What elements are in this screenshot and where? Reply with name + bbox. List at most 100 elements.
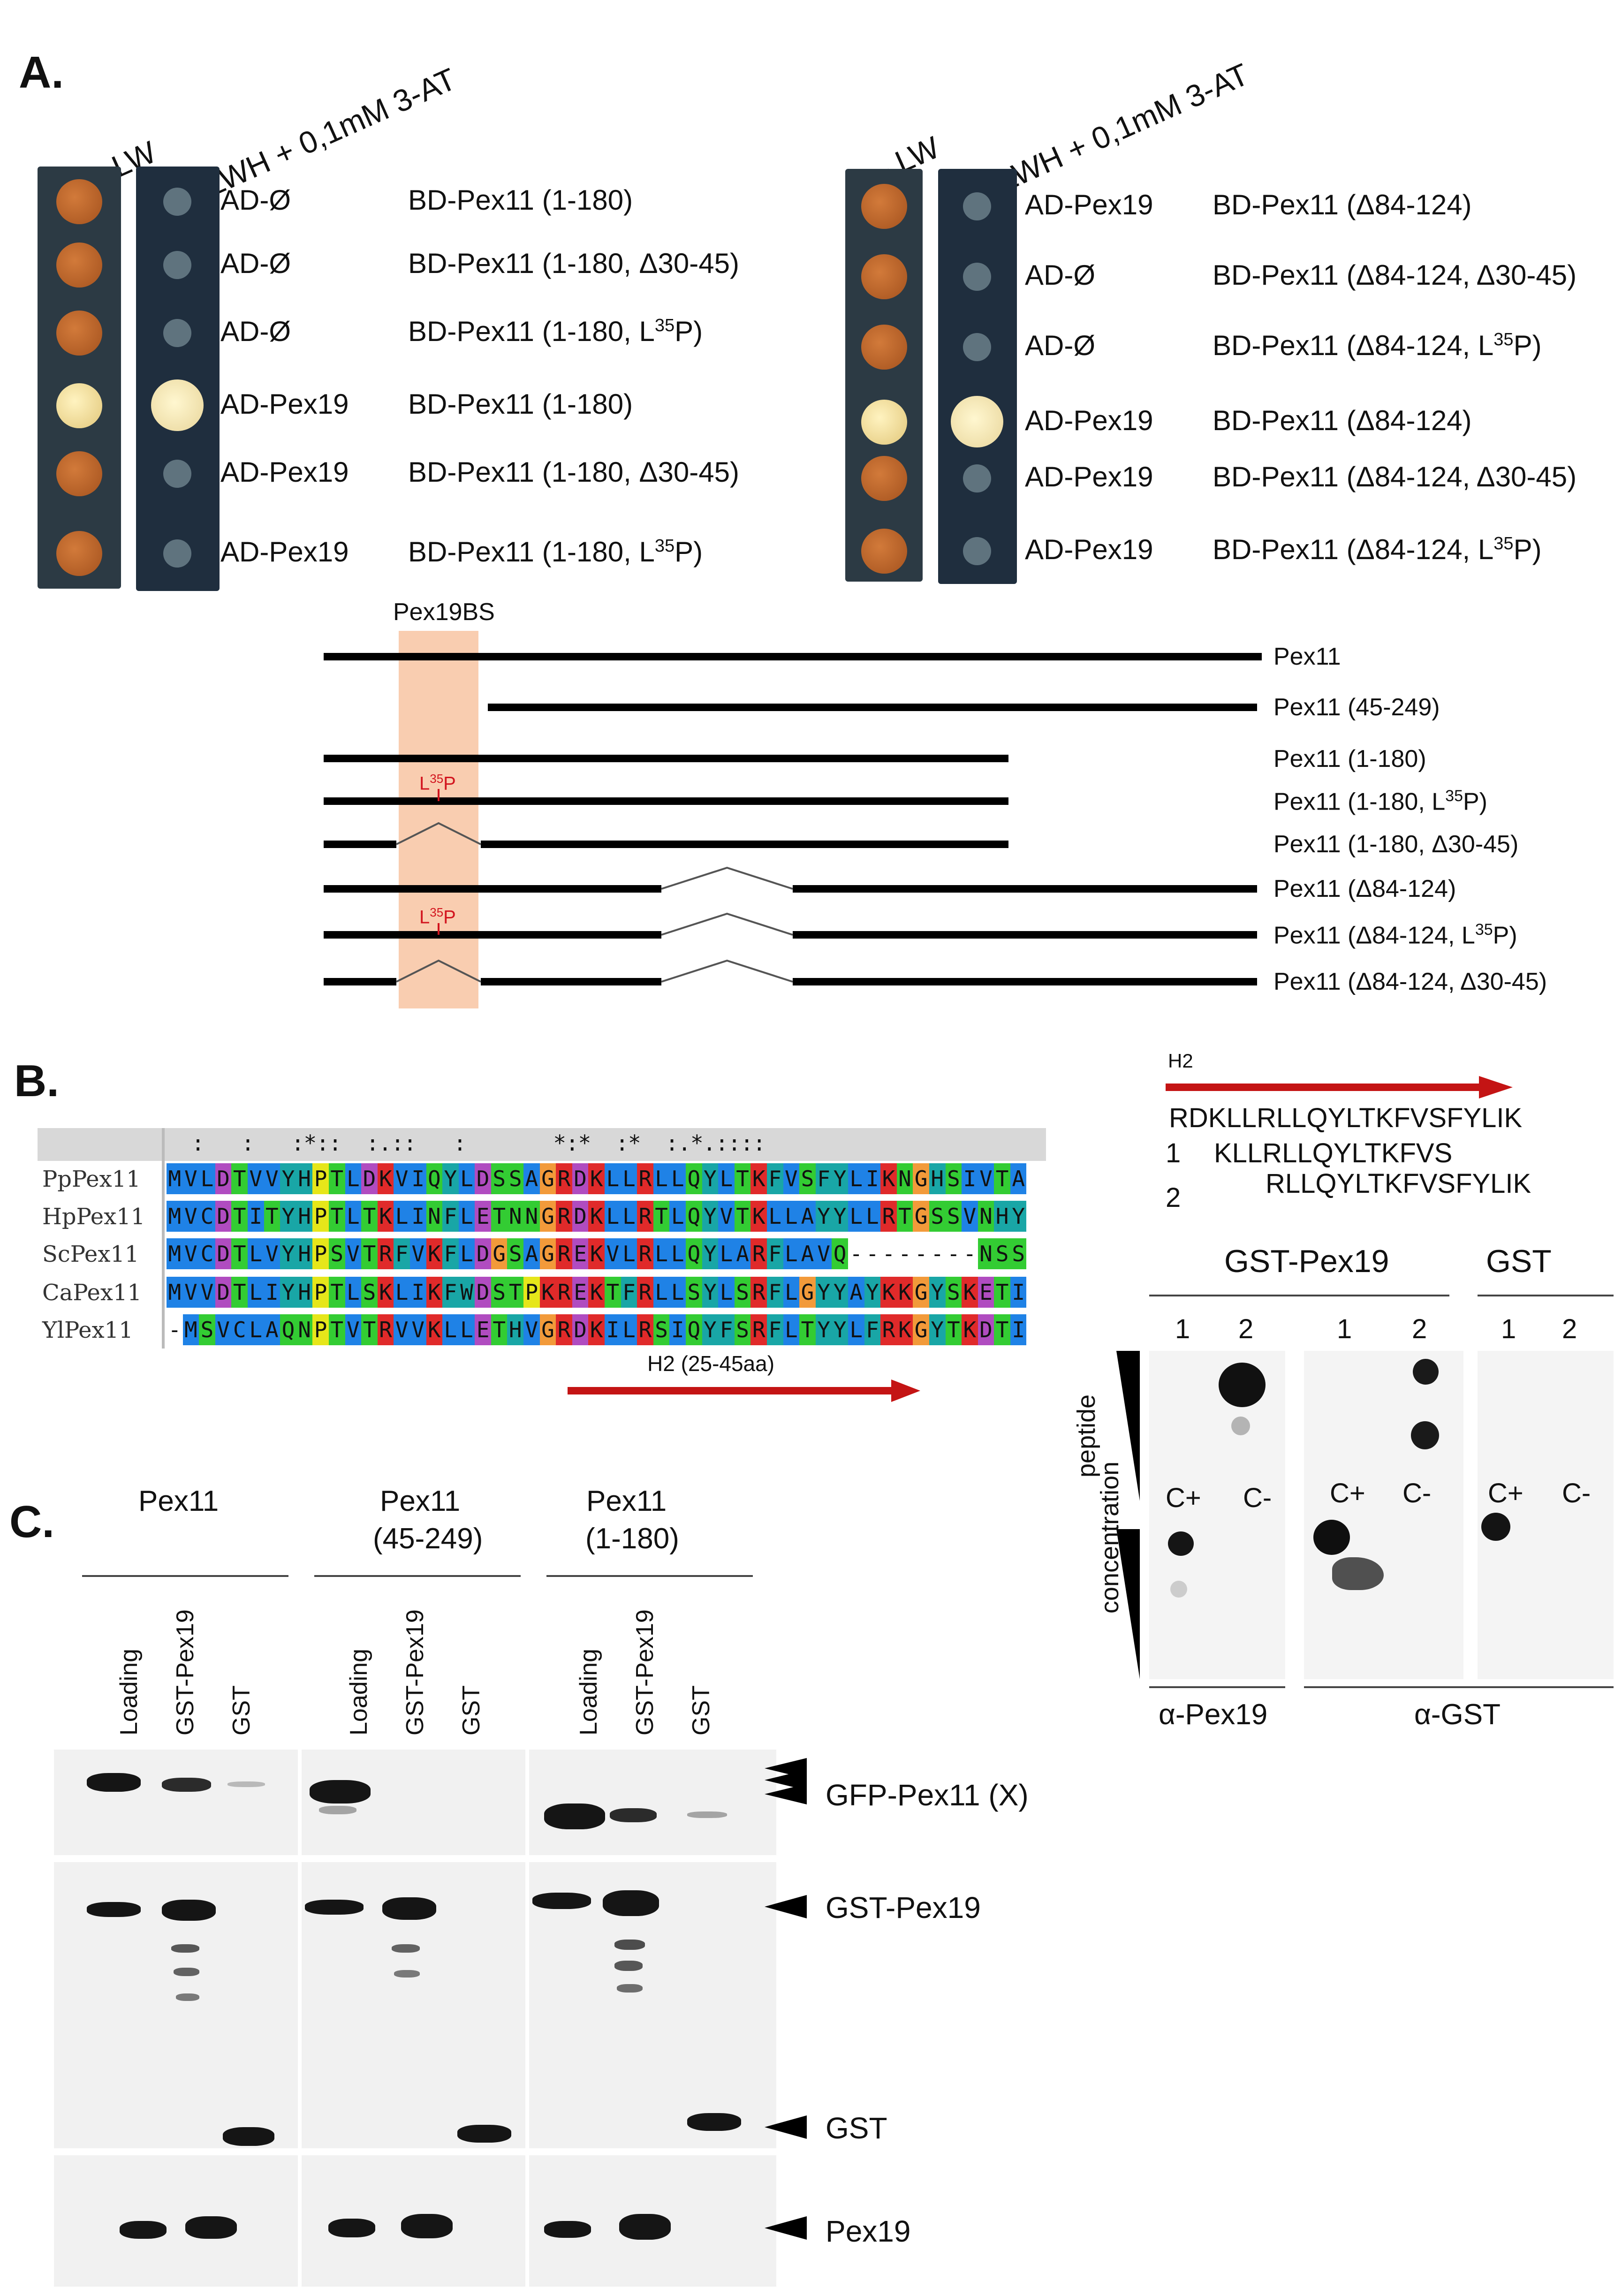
construct-label-7: Pex11 (Δ84-124, L35P)	[1273, 921, 1517, 949]
left-bd-label-3: BD-Pex11 (1-180, L35P)	[408, 316, 703, 347]
right-ad-label-4: AD-Pex19	[1025, 405, 1153, 436]
right-ad-label-2: AD-Ø	[1025, 259, 1095, 291]
right-lw-colony-4	[861, 400, 907, 445]
group-3-label: Pex11	[586, 1485, 667, 1517]
right-lw-colony-1	[861, 184, 907, 229]
control-neg-1: C-	[1243, 1483, 1272, 1513]
right-lw-colony-6	[861, 529, 907, 574]
right-lwh-spot-3	[963, 333, 991, 361]
left-ad-label-2: AD-Ø	[220, 248, 291, 279]
control-neg-3: C-	[1562, 1478, 1591, 1508]
lane-label-1-2: GST-Pex19	[172, 1609, 199, 1735]
lane-label-2-2: GST-Pex19	[402, 1609, 429, 1735]
helix-arrow-peptide	[1166, 1076, 1513, 1099]
construct-label-1: Pex11	[1273, 643, 1341, 670]
lane-1-b: 1	[1337, 1314, 1352, 1344]
right-bd-label-1: BD-Pex11 (Δ84-124)	[1213, 189, 1472, 220]
left-lwh-spot-2	[163, 251, 191, 279]
band-label-gfp-pex11: GFP-Pex11 (X)	[826, 1778, 1029, 1812]
left-lw-colony-3	[56, 311, 102, 356]
group-2-label: Pex11	[380, 1485, 461, 1517]
right-lw-colony-2	[861, 254, 907, 299]
right-lwh-spot-5	[963, 464, 991, 493]
peptide-1-number: 1	[1166, 1138, 1181, 1168]
lane-label-3-2: GST-Pex19	[631, 1609, 659, 1735]
plate-lw-left	[38, 167, 121, 589]
seq-name-2: HpPex11	[42, 1204, 145, 1230]
right-ad-label-1: AD-Pex19	[1025, 189, 1153, 220]
left-bd-label-6: BD-Pex11 (1-180, L35P)	[408, 536, 703, 568]
control-pos-2: C+	[1330, 1478, 1365, 1508]
peptide-2-number: 2	[1166, 1182, 1181, 1213]
band-arrow-gst-pex19	[765, 1895, 807, 1918]
right-lwh-colony-4	[951, 396, 1003, 447]
right-bd-label-5: BD-Pex11 (Δ84-124, Δ30-45)	[1213, 461, 1577, 493]
right-lwh-spot-6	[963, 537, 991, 565]
peptide-2-sequence: RLLQYLTKFVSFYLIK	[1266, 1168, 1531, 1199]
plate-lwh-right	[938, 169, 1017, 584]
y-label-concentration: concentration	[1096, 1461, 1124, 1614]
control-pos-3: C+	[1488, 1478, 1523, 1508]
lane-2-c: 2	[1562, 1314, 1577, 1344]
group-label-gst-pex19: GST-Pex19	[1224, 1243, 1389, 1279]
panel-label-c: C.	[9, 1497, 54, 1547]
right-ad-label-3: AD-Ø	[1025, 330, 1095, 361]
construct-label-2: Pex11 (45-249)	[1273, 694, 1440, 721]
construct-label-6: Pex11 (Δ84-124)	[1273, 875, 1456, 902]
control-neg-2: C-	[1402, 1478, 1432, 1508]
band-arrows-gfp	[765, 1758, 807, 1804]
right-ad-label-5: AD-Pex19	[1025, 461, 1153, 493]
helix-label-peptide: H2	[1168, 1050, 1193, 1072]
control-pos-1: C+	[1166, 1483, 1201, 1513]
alignment-header-bar	[38, 1128, 1046, 1161]
right-lw-colony-5	[861, 456, 907, 501]
left-lw-colony-4	[56, 383, 102, 428]
lane-label-3-3: GST	[688, 1685, 715, 1735]
left-lwh-colony-4	[151, 379, 204, 431]
left-lw-colony-5	[56, 451, 102, 496]
lane-label-1-1: Loading	[115, 1648, 143, 1735]
band-arrow-gst	[765, 2115, 807, 2139]
group-label-gst: GST	[1486, 1243, 1552, 1279]
seq-name-4: CaPex11	[42, 1280, 142, 1306]
dot-blot-membrane-1	[1149, 1351, 1285, 1679]
left-lwh-spot-6	[163, 539, 191, 568]
left-ad-label-1: AD-Ø	[220, 184, 291, 216]
left-lw-colony-6	[56, 531, 102, 576]
right-lwh-spot-2	[963, 263, 991, 291]
construct-label-3: Pex11 (1-180)	[1273, 745, 1426, 773]
left-bd-label-1: BD-Pex11 (1-180)	[408, 184, 633, 216]
left-lwh-spot-3	[163, 319, 191, 347]
group-2-range: (45-249)	[373, 1523, 483, 1555]
right-lwh-spot-1	[963, 192, 991, 220]
band-label-gst-pex19: GST-Pex19	[826, 1891, 981, 1925]
left-lwh-spot-1	[163, 188, 191, 216]
lane-2-b: 2	[1412, 1314, 1427, 1344]
left-bd-label-5: BD-Pex11 (1-180, Δ30-45)	[408, 456, 739, 488]
group-1-label: Pex11	[138, 1485, 219, 1517]
mutation-label-1: L35P	[419, 772, 456, 794]
lane-label-3-1: Loading	[575, 1648, 602, 1735]
lane-label-2-3: GST	[458, 1685, 485, 1735]
panel-label-a: A.	[19, 47, 64, 98]
left-bd-label-2: BD-Pex11 (1-180, Δ30-45)	[408, 248, 739, 279]
right-lw-colony-3	[861, 325, 907, 370]
left-bd-label-4: BD-Pex11 (1-180)	[408, 388, 633, 420]
panel-label-b: B.	[14, 1056, 59, 1106]
construct-label-5: Pex11 (1-180, Δ30-45)	[1273, 831, 1519, 858]
seq-name-3: ScPex11	[42, 1241, 139, 1267]
construct-lines	[324, 653, 1262, 985]
lane-1-a: 1	[1175, 1314, 1190, 1344]
right-bd-label-2: BD-Pex11 (Δ84-124, Δ30-45)	[1213, 259, 1577, 291]
right-bd-label-3: BD-Pex11 (Δ84-124, L35P)	[1213, 330, 1542, 361]
left-ad-label-3: AD-Ø	[220, 316, 291, 347]
plate-lw-right	[845, 169, 923, 582]
antibody-anti-gst: α-GST	[1414, 1698, 1501, 1731]
right-bd-label-4: BD-Pex11 (Δ84-124)	[1213, 405, 1472, 436]
lane-2-a: 2	[1238, 1314, 1254, 1344]
lane-label-1-3: GST	[228, 1685, 255, 1735]
helix-label-alignment: H2 (25-45aa)	[647, 1351, 775, 1376]
